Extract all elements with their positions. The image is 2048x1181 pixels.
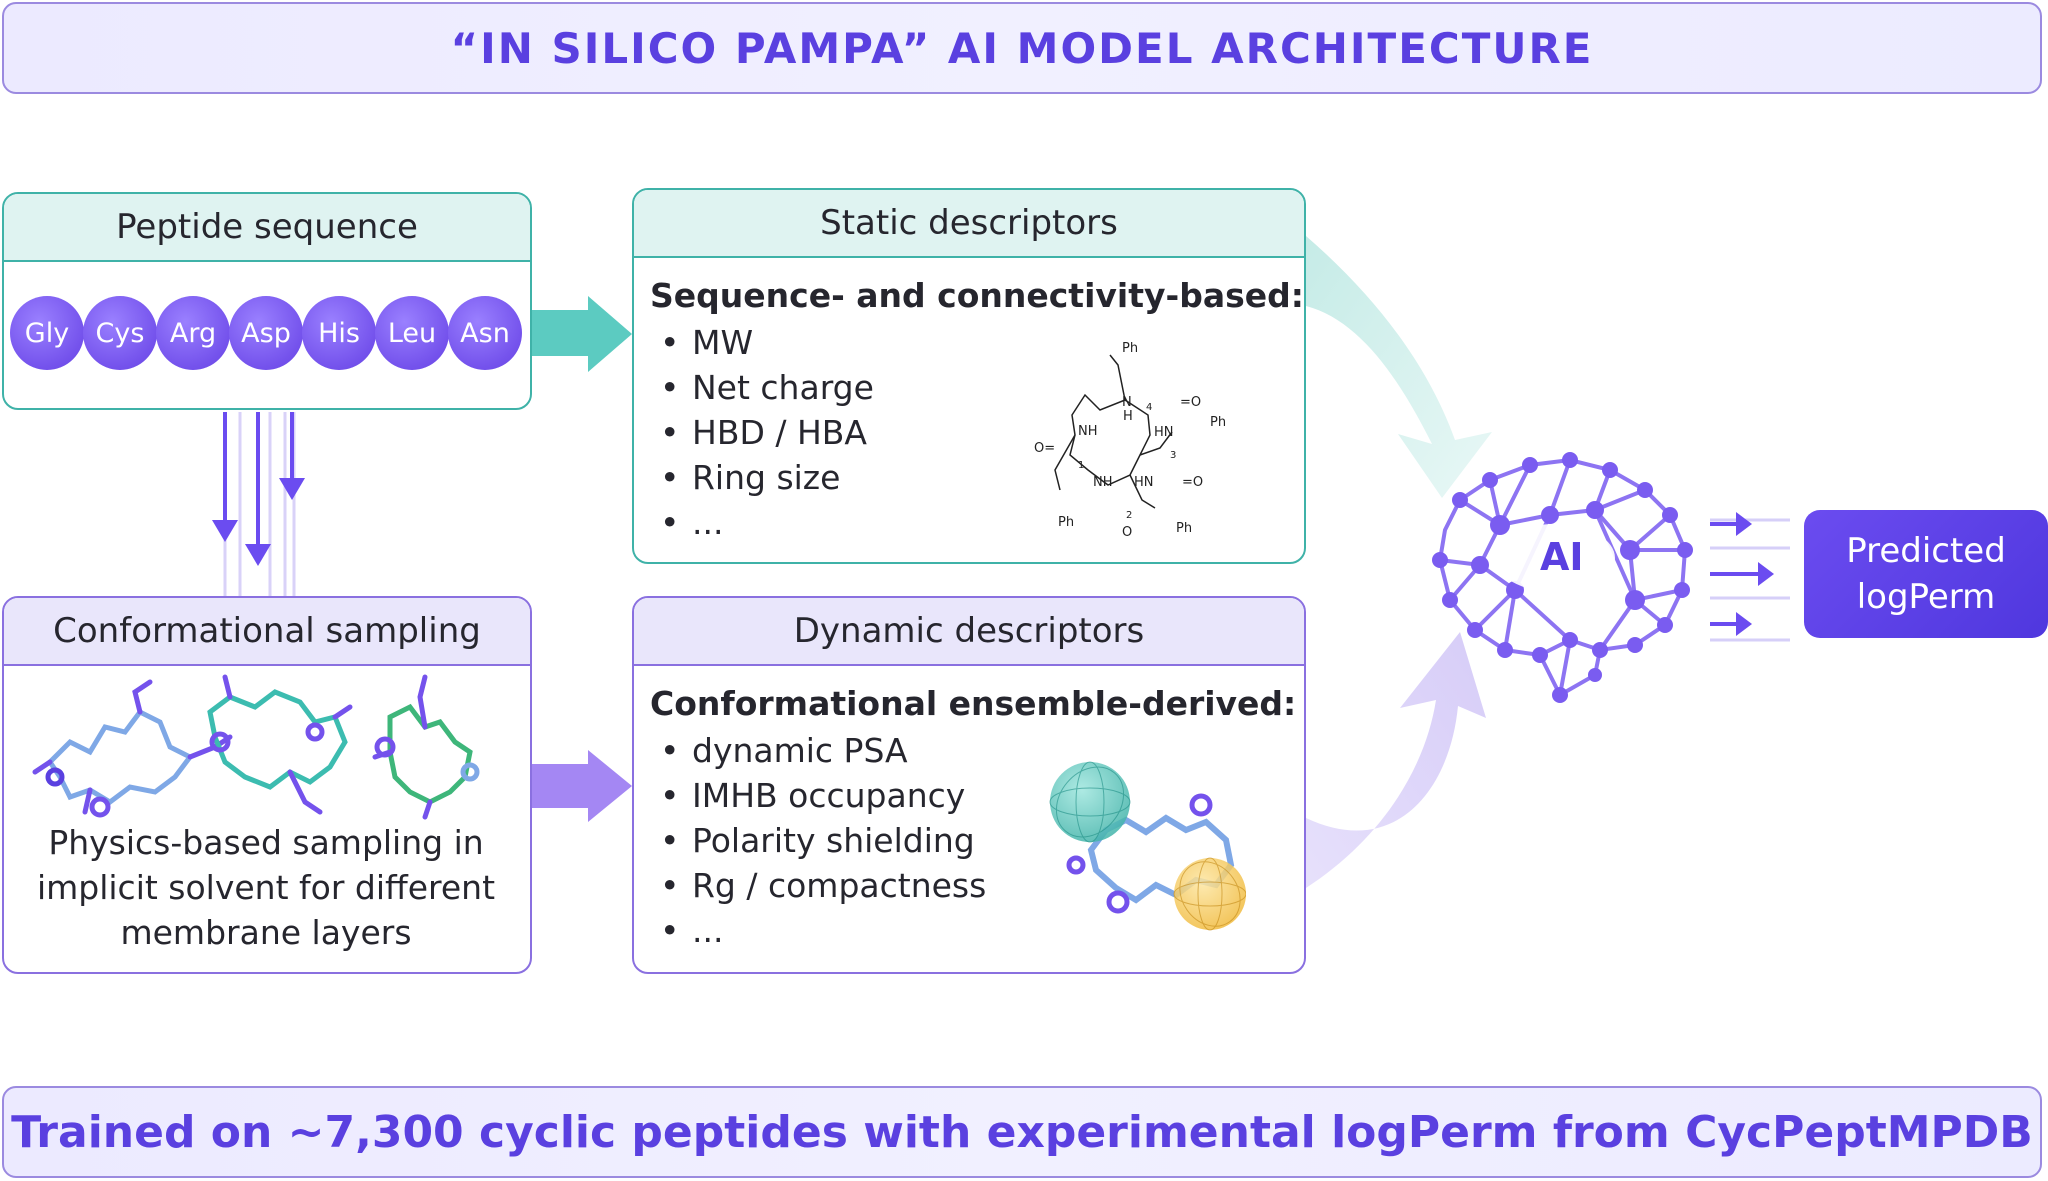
predicted-line-2: logPerm — [1856, 577, 1996, 617]
mol-ph-1: Ph — [1122, 341, 1138, 356]
peptide-sequence-heading: Peptide sequence — [4, 194, 530, 262]
sampling-to-dynamic-arrow — [532, 750, 632, 822]
conformer-2 — [207, 674, 353, 815]
mol-ph-3: Ph — [1176, 521, 1192, 536]
predicted-line-1: Predicted — [1846, 531, 2006, 571]
conformational-sampling-heading: Conformational sampling — [4, 598, 530, 666]
sampling-line-2: implicit solvent for different — [36, 868, 496, 907]
ai-label: AI — [1540, 535, 1584, 579]
static-to-ai-arrow — [1306, 236, 1492, 498]
static-item: HBD / HBA — [650, 410, 874, 455]
mol-o-right: =O — [1180, 395, 1201, 410]
dynamic-item: Rg / compactness — [650, 863, 986, 908]
training-data-note: Trained on ~7,300 cyclic peptides with e… — [11, 1106, 2033, 1158]
dynamic-item: ... — [650, 908, 986, 953]
predicted-logperm-box: Predicted logPerm — [1804, 510, 2048, 638]
yellow-sphere — [1173, 857, 1246, 931]
dynamic-item: IMHB occupancy — [650, 773, 986, 818]
conformational-sampling-box: Conformational sampling — [2, 596, 532, 974]
sampling-line-3: membrane layers — [120, 913, 412, 952]
sampling-line-1: Physics-based sampling in — [48, 823, 484, 862]
dynamic-subheading: Conformational ensemble-derived: — [650, 684, 1297, 723]
conformer-illustrations — [32, 674, 480, 820]
dynamic-descriptor-list: dynamic PSA IMHB occupancy Polarity shie… — [650, 728, 986, 953]
brain-nodes — [1432, 452, 1693, 703]
ai-to-output-arrows — [1710, 512, 1790, 642]
mol-ph-4: Ph — [1058, 515, 1074, 530]
residue-his: His — [302, 296, 376, 370]
mol-nh-2: NH — [1093, 475, 1113, 490]
static-item: MW — [650, 320, 874, 365]
teal-sphere — [1049, 761, 1131, 843]
residue-asn: Asn — [448, 296, 522, 370]
mol-hn-2: HN — [1134, 475, 1154, 490]
residue-gly: Gly — [10, 296, 84, 370]
mol-hn-1: HN — [1154, 425, 1174, 440]
cyclic-peptide-structure: Ph Ph Ph Ph NH NH HN HN N H O= =O O =O 1… — [1034, 341, 1226, 540]
dynamic-item: dynamic PSA — [650, 728, 986, 773]
mol-num-4: 4 — [1146, 402, 1152, 413]
sequence-to-static-arrow — [532, 296, 632, 372]
mol-o-bottom: O — [1122, 525, 1132, 540]
footer-banner: Trained on ~7,300 cyclic peptides with e… — [2, 1086, 2042, 1178]
dynamic-item: Polarity shielding — [650, 818, 986, 863]
static-item: Net charge — [650, 365, 874, 410]
diagram-title: “IN SILICO PAMPA” AI MODEL ARCHITECTURE — [450, 23, 1594, 73]
mol-n: N — [1122, 395, 1132, 410]
sequence-to-sampling-arrows — [212, 412, 305, 596]
static-item: ... — [650, 500, 874, 545]
residue-cys: Cys — [83, 296, 157, 370]
sampling-description: Physics-based sampling in implicit solve… — [4, 820, 528, 955]
static-item: Ring size — [650, 455, 874, 500]
static-descriptors-heading: Static descriptors — [634, 190, 1304, 258]
conformer-1 — [32, 679, 233, 818]
conformer-3 — [372, 674, 480, 820]
mol-nh-1: NH — [1078, 424, 1098, 439]
static-descriptor-list: MW Net charge HBD / HBA Ring size ... — [650, 320, 874, 545]
residue-leu: Leu — [375, 296, 449, 370]
dynamic-descriptors-heading: Dynamic descriptors — [634, 598, 1304, 666]
mol-num-3: 3 — [1170, 450, 1176, 461]
ensemble-illustration — [1049, 761, 1246, 931]
mol-o-lower-right: =O — [1182, 475, 1203, 490]
mol-num-2: 2 — [1126, 510, 1132, 521]
static-subheading: Sequence- and connectivity-based: — [650, 276, 1304, 315]
mol-h: H — [1123, 409, 1133, 424]
dynamic-to-ai-arrow — [1306, 632, 1486, 888]
mol-o-left: O= — [1034, 441, 1055, 456]
mol-ph-2: Ph — [1210, 415, 1226, 430]
ai-brain-network-icon — [1432, 452, 1693, 703]
residue-arg: Arg — [156, 296, 230, 370]
residue-asp: Asp — [229, 296, 303, 370]
mol-num-1: 1 — [1078, 460, 1084, 471]
ai-label-backdrop — [1495, 524, 1615, 592]
title-banner: “IN SILICO PAMPA” AI MODEL ARCHITECTURE — [2, 2, 2042, 94]
